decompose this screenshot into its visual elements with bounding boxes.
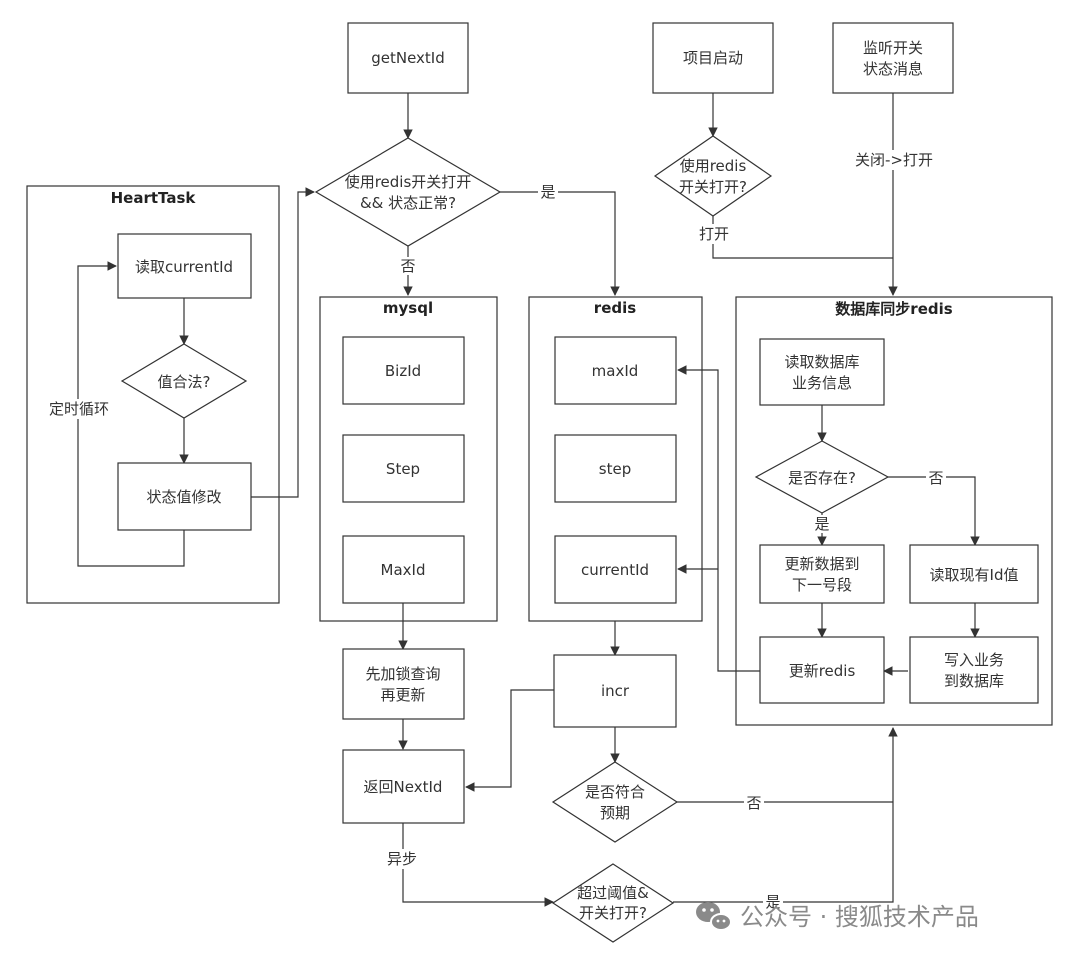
edge-modify-to-check [251,187,315,498]
mysql-step-node: Step [342,434,465,503]
read-current-id-node: 读取currentId [117,233,252,299]
meets-expectation-node: 是否符合 预期 [551,761,679,843]
label-async: 异步 [387,850,417,868]
use-redis-check-line2: && 状态正常? [360,194,456,212]
listen-switch-node: 监听开关 状态消息 [832,22,954,94]
label-no-to-mysql: 否 [400,257,415,275]
use-redis-check-node: 使用redis开关打开 && 状态正常? [314,137,502,247]
redis-current-id-label: currentId [581,561,649,579]
mysql-max-id-label: MaxId [381,561,426,579]
heart-task-title: HeartTask [111,189,197,207]
edge-incr-to-return [465,689,554,792]
label-timed-loop: 定时循环 [49,400,109,418]
listen-switch-line1: 监听开关 [863,39,923,57]
use-redis-switch-line2: 开关打开? [679,178,747,196]
db-sync-redis-title: 数据库同步redis [835,300,952,318]
read-current-id-label: 读取currentId [135,258,233,276]
threshold-check-line2: 开关打开? [579,904,647,922]
edge-check-to-redis [500,191,620,296]
value-valid-label: 值合法? [158,373,211,391]
edge-labels: 是 否 定时循环 关闭->打开 打开 否 是 否 异步 是 [44,150,946,911]
watermark-text: 公众号 · 搜狐技术产品 [740,903,979,931]
meets-expectation-line2: 预期 [600,804,630,822]
get-next-id-label: getNextId [371,49,445,67]
incr-node: incr [553,654,677,728]
redis-step-node: step [554,434,677,503]
lock-query-update-line1: 先加锁查询 [365,665,440,683]
redis-step-label: step [599,460,631,478]
mysql-title: mysql [383,299,433,317]
redis-title: redis [594,299,636,317]
edge-switch-open [712,216,893,259]
label-yes-to-redis: 是 [540,183,555,201]
update-next-segment-node: 更新数据到 下一号段 [759,544,885,604]
edge-return-to-threshold [402,823,554,907]
edge-exists-no [888,476,980,546]
status-modify-node: 状态值修改 [117,462,252,531]
edge-timed-loop [77,261,185,567]
meets-expectation-line1: 是否符合 [585,783,645,801]
read-db-info-line2: 业务信息 [792,374,852,392]
status-modify-label: 状态值修改 [146,488,221,506]
label-exists-yes: 是 [814,515,829,533]
mysql-biz-id-node: BizId [342,336,465,405]
mysql-step-label: Step [386,460,420,478]
project-start-node: 项目启动 [652,22,774,94]
lock-query-update-line2: 再更新 [380,686,425,704]
incr-label: incr [601,682,630,700]
redis-current-id-node: currentId [554,535,677,604]
label-expectation-no: 否 [746,794,761,812]
read-existing-id-label: 读取现有Id值 [930,566,1019,584]
write-biz-db-node: 写入业务 到数据库 [909,636,1039,704]
update-redis-label: 更新redis [789,662,856,680]
write-biz-db-line2: 到数据库 [944,672,1004,690]
get-next-id-node: getNextId [347,22,469,94]
return-next-id-label: 返回NextId [364,778,443,796]
mysql-biz-id-label: BizId [385,362,421,380]
lock-query-update-node: 先加锁查询 再更新 [342,648,465,720]
watermark: 公众号 · 搜狐技术产品 [696,902,979,931]
return-next-id-node: 返回NextId [342,749,465,824]
read-existing-id-node: 读取现有Id值 [909,544,1039,604]
redis-max-id-label: maxId [592,362,639,380]
exists-check-label: 是否存在? [788,469,856,487]
update-next-segment-line2: 下一号段 [792,576,852,594]
use-redis-switch-node: 使用redis 开关打开? [653,135,773,217]
value-valid-node: 值合法? [120,343,248,419]
label-exists-no: 否 [928,469,943,487]
exists-check-node: 是否存在? [754,440,890,514]
threshold-check-node: 超过阈值& 开关打开? [551,863,675,943]
wechat-icon [696,902,732,931]
mysql-max-id-node: MaxId [342,535,465,604]
project-start-label: 项目启动 [683,49,743,67]
label-open: 打开 [699,225,729,243]
use-redis-switch-line1: 使用redis [680,157,747,175]
listen-switch-line2: 状态消息 [863,60,923,78]
read-db-info-line1: 读取数据库 [784,353,859,371]
write-biz-db-line1: 写入业务 [944,651,1004,669]
edge-threshold-yes [673,727,898,903]
redis-max-id-node: maxId [554,336,677,405]
use-redis-check-line1: 使用redis开关打开 [345,173,472,191]
edge-updredis-to-maxid [677,365,760,672]
threshold-check-line1: 超过阈值& [577,884,649,902]
update-next-segment-line1: 更新数据到 [784,555,859,573]
read-db-info-node: 读取数据库 业务信息 [759,338,885,406]
label-threshold-yes: 是 [765,893,780,911]
label-close-to-open: 关闭->打开 [855,151,933,169]
update-redis-node: 更新redis [759,636,885,704]
